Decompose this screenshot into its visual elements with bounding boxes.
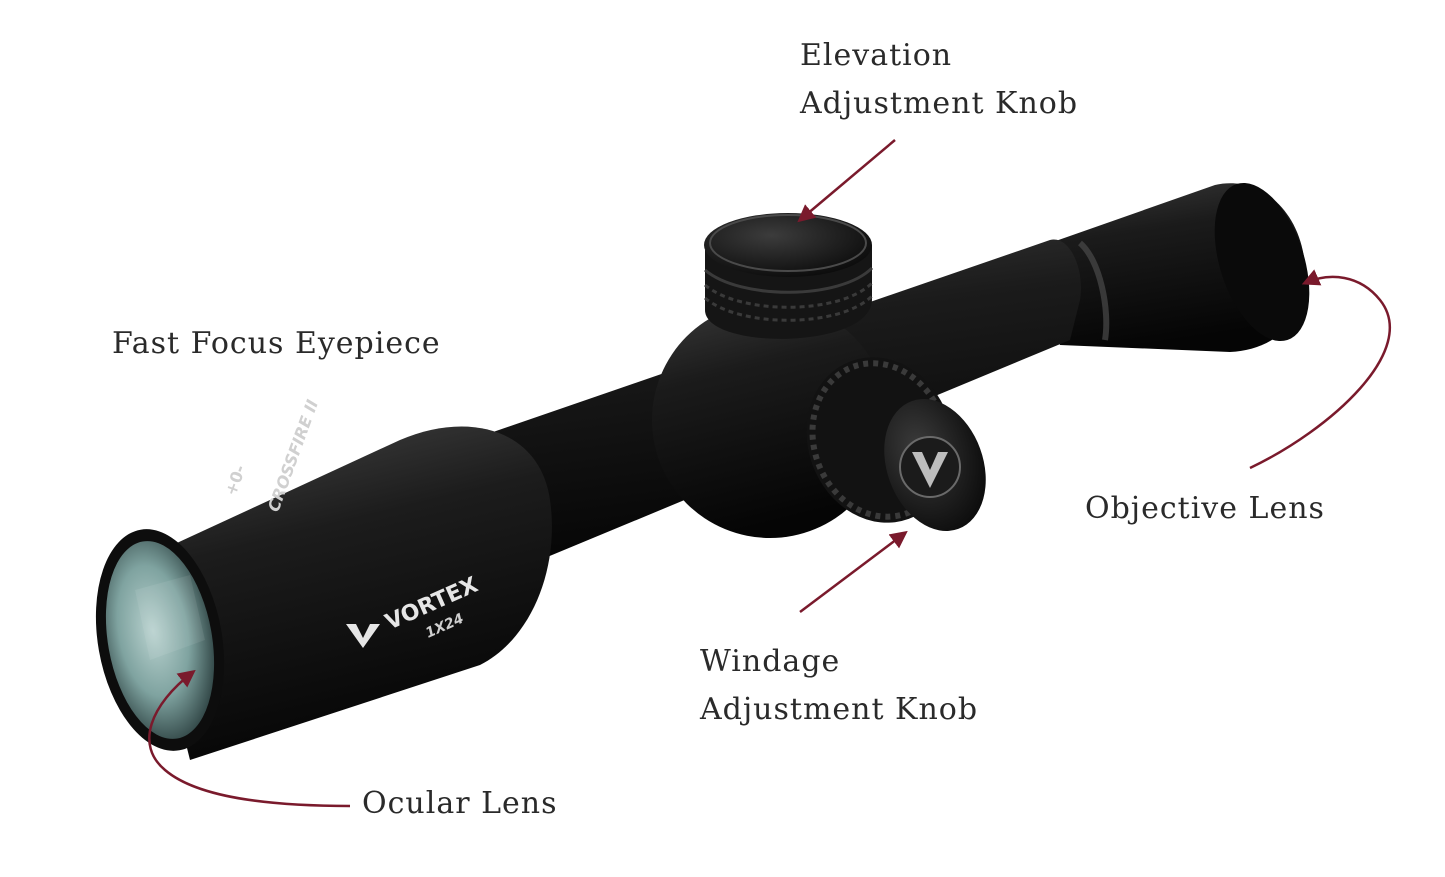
windage-knob	[806, 357, 986, 531]
ocular-lens-label: Ocular Lens	[362, 786, 558, 821]
objective-bell	[1030, 182, 1310, 352]
objective-arrow	[1249, 269, 1392, 470]
elevation-arrow	[797, 139, 896, 223]
elevation-label-line2: Adjustment Knob	[800, 86, 1079, 121]
ocular-arrow	[148, 669, 351, 808]
elevation-label-line1: Elevation	[800, 38, 953, 73]
ocular-lens	[105, 541, 215, 739]
vortex-logo-icon	[912, 452, 948, 488]
windage-knob-label: Windage Adjustment Knob	[700, 638, 978, 734]
elevation-knob-label: Elevation Adjustment Knob	[800, 32, 1078, 128]
diopter-marking-group: +0-	[221, 462, 250, 498]
diopter-marking: +0-	[221, 462, 250, 498]
objective-lens-label: Objective Lens	[1085, 491, 1325, 526]
windage-label-line1: Windage	[700, 644, 841, 679]
windage-arrow	[799, 530, 908, 613]
vortex-logo-icon	[346, 624, 380, 648]
eyepiece-label: Fast Focus Eyepiece	[112, 326, 441, 361]
windage-label-line2: Adjustment Knob	[700, 692, 979, 727]
elevation-knob	[704, 213, 874, 339]
